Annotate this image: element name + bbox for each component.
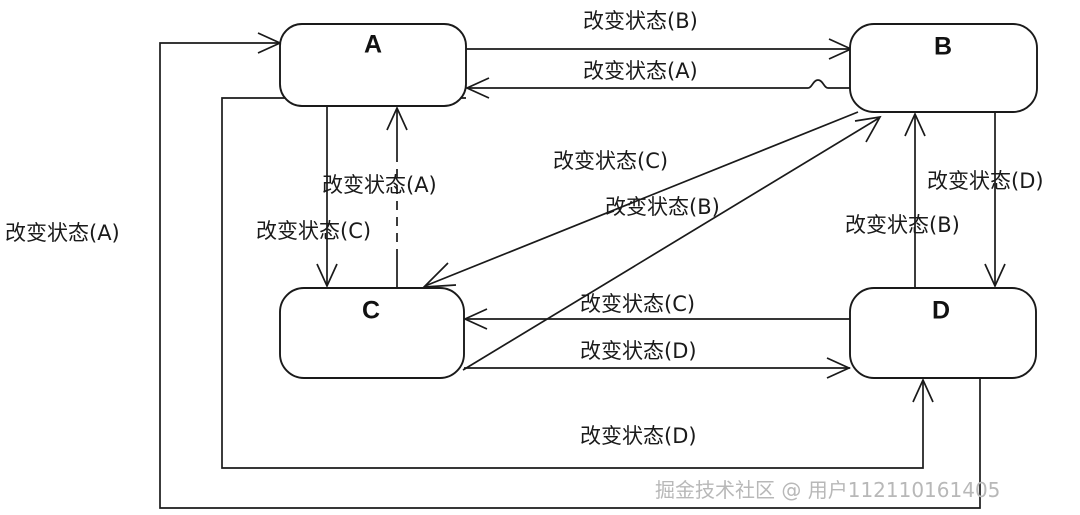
transition-c-to-b[interactable] (462, 115, 882, 371)
state-label-c: C (362, 297, 380, 325)
state-node-b[interactable]: B (849, 23, 1038, 113)
transition-d-to-b[interactable] (904, 111, 926, 288)
edge-label-a-to-d: 改变状态(D) (580, 424, 697, 448)
edge-label-b-to-a: 改变状态(A) (583, 59, 698, 83)
state-box-a[interactable] (279, 23, 467, 107)
edge-label-a-to-b: 改变状态(B) (583, 9, 698, 33)
state-label-b: B (934, 33, 952, 61)
state-node-a[interactable]: A (279, 23, 467, 107)
transition-d-to-c[interactable] (462, 308, 851, 330)
edge-label-c-to-a: 改变状态(A) (322, 173, 437, 197)
edge-label-b-to-c: 改变状态(C) (553, 149, 668, 173)
transition-c-to-a[interactable] (386, 105, 408, 288)
edge-label-c-to-d: 改变状态(D) (580, 339, 697, 363)
state-box-b[interactable] (849, 23, 1038, 113)
state-node-c[interactable]: C (279, 287, 465, 379)
transition-b-to-d[interactable] (984, 112, 1006, 289)
state-label-a: A (364, 31, 382, 59)
state-box-c[interactable] (279, 287, 465, 379)
edge-label-b-to-d: 改变状态(D) (927, 169, 1044, 193)
transition-a-to-b[interactable] (466, 38, 854, 60)
transition-b-to-c[interactable] (421, 111, 859, 288)
transition-a-to-c[interactable] (316, 106, 338, 289)
edge-label-d-to-b: 改变状态(B) (845, 213, 960, 237)
state-label-d: D (932, 297, 950, 325)
state-node-d[interactable]: D (849, 287, 1037, 379)
edge-label-c-to-b: 改变状态(B) (605, 195, 720, 219)
state-box-d[interactable] (849, 287, 1037, 379)
edge-label-d-to-c: 改变状态(C) (580, 292, 695, 316)
edge-label-d-to-a: 改变状态(A) (5, 221, 120, 245)
transition-b-to-a[interactable] (464, 77, 851, 99)
transition-c-to-d[interactable] (464, 357, 852, 379)
edge-label-a-to-c: 改变状态(C) (256, 219, 371, 243)
watermark-text: 掘金技术社区 @ 用户112110161405 (655, 478, 1000, 502)
